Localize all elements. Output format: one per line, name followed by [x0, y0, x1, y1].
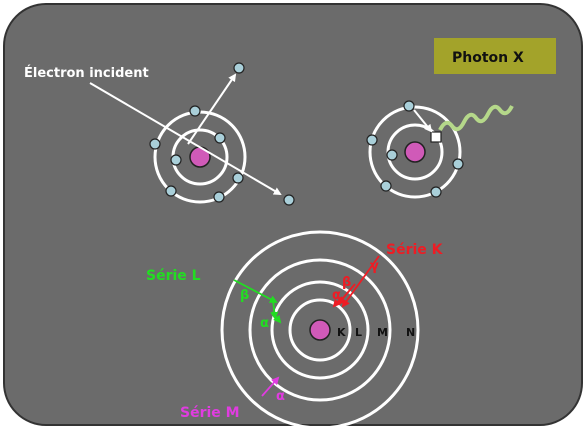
transition-arrow	[413, 109, 433, 133]
orbit-k	[288, 298, 352, 362]
nucleus	[189, 146, 211, 168]
orbit-n	[220, 230, 420, 430]
nucleus	[404, 141, 426, 163]
atom-right: Photon X	[366, 38, 556, 199]
ejected-electron	[233, 62, 245, 74]
photon-label: Photon X	[452, 50, 524, 66]
atom-left: Électron incident	[24, 62, 295, 206]
electron	[214, 132, 226, 144]
electron	[430, 186, 442, 198]
photon-wave	[438, 104, 514, 132]
series-l-beta: β	[240, 288, 249, 303]
nucleus	[309, 319, 331, 341]
series-l-pointer	[233, 279, 278, 303]
photon-label-box	[434, 38, 556, 74]
series-l-label: Série L	[146, 268, 201, 284]
electron	[232, 172, 244, 184]
shell-label-m: M	[377, 326, 388, 339]
incident-electron-label: Électron incident	[24, 65, 149, 81]
series-m-alpha: α	[276, 389, 285, 404]
electron	[380, 180, 392, 192]
series-k-alpha-arrow	[332, 296, 343, 308]
series-k-label: Série K	[386, 242, 444, 258]
series-m-alpha-arrow	[261, 376, 280, 397]
series-k-beta: β	[342, 275, 351, 290]
electron	[213, 191, 225, 203]
electron	[189, 105, 201, 117]
electron	[452, 158, 464, 170]
shell-label-l: L	[355, 326, 362, 339]
electron	[366, 134, 378, 146]
incident-path-arrow	[89, 82, 282, 196]
series-k-alpha: α	[332, 288, 341, 303]
electron	[165, 185, 177, 197]
series-k-gamma-arrow	[341, 255, 380, 308]
atom-series: K L M N Série K γ β α Série L β α Série …	[146, 230, 444, 430]
ejection-arrow	[187, 73, 237, 145]
electron	[403, 100, 415, 112]
series-m-label: Série M	[180, 405, 240, 421]
series-k-gamma: γ	[370, 259, 379, 274]
electron	[386, 149, 398, 161]
electron	[149, 138, 161, 150]
electron-vacancy	[430, 131, 442, 143]
orbit-m	[248, 258, 392, 402]
orbit-l	[270, 280, 370, 380]
incident-electron	[283, 194, 295, 206]
orbit-outer	[368, 105, 462, 199]
shell-label-k: K	[337, 326, 346, 339]
electron	[170, 154, 182, 166]
series-l-alpha: α	[260, 316, 269, 331]
shell-label-n: N	[406, 326, 415, 339]
series-l-alpha-arrow	[271, 311, 282, 324]
